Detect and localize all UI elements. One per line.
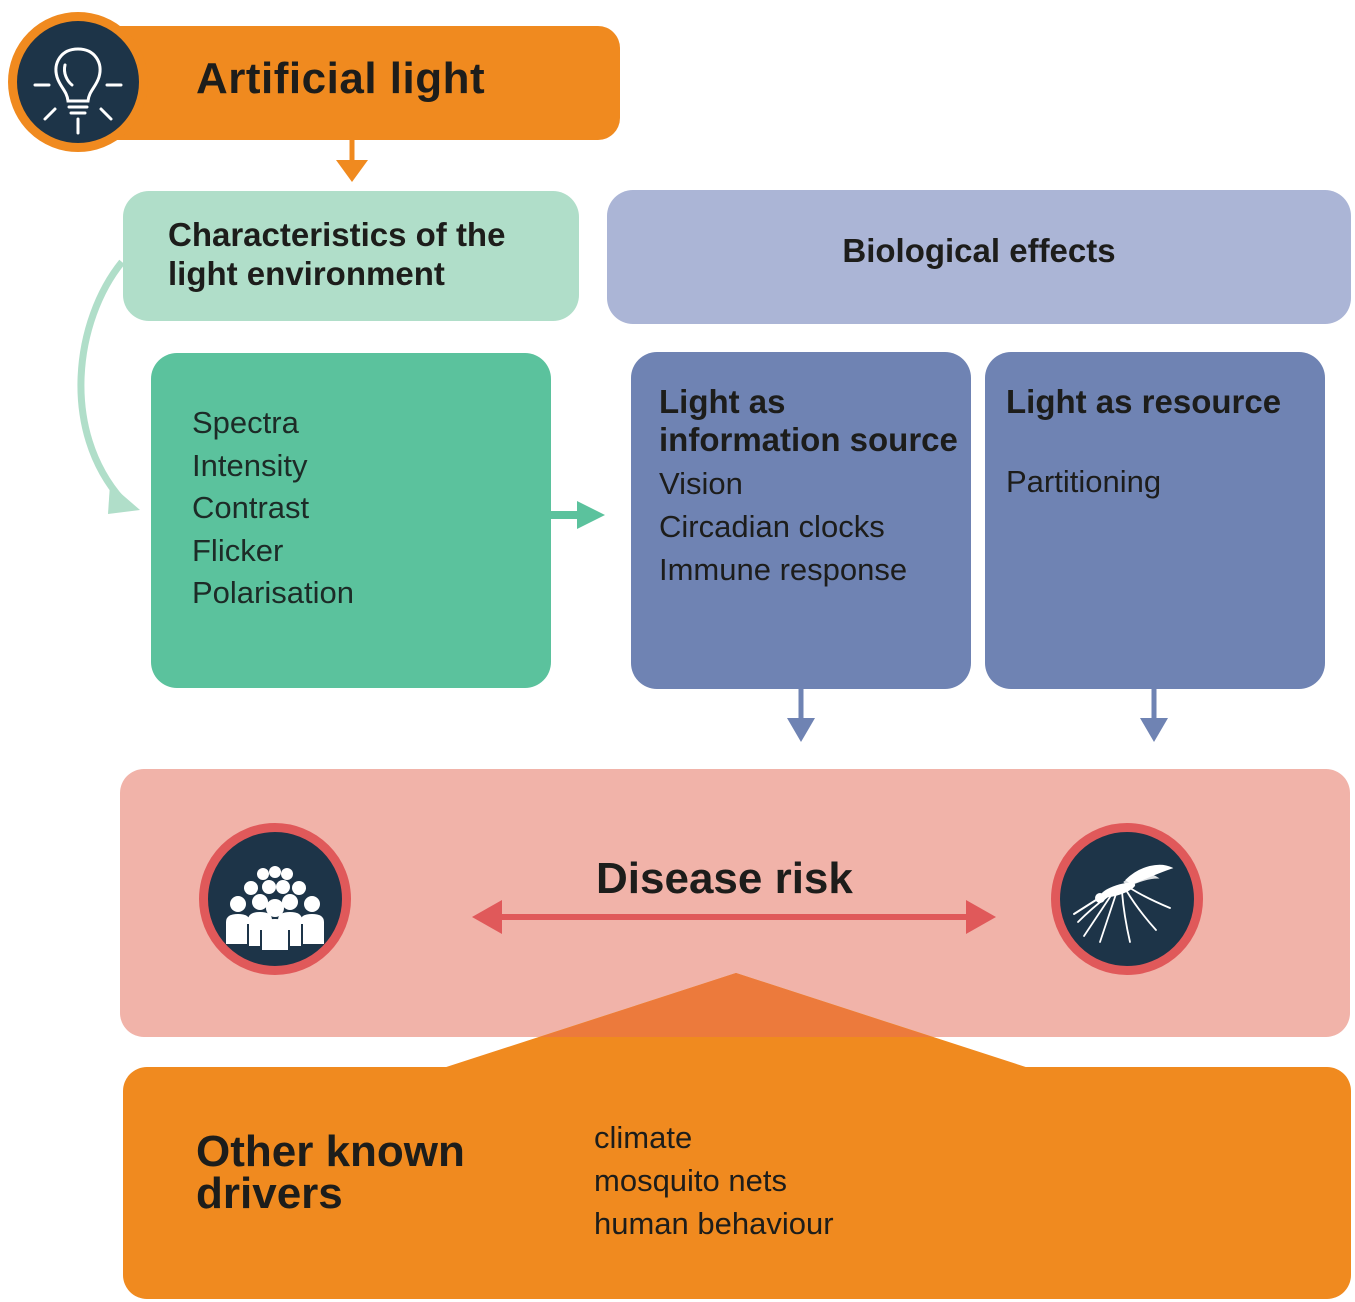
resource-box <box>985 352 1325 689</box>
resource-item: Partitioning <box>1006 464 1162 499</box>
characteristics-box <box>151 353 551 688</box>
characteristic-item: Contrast <box>192 490 310 525</box>
effects-arrow <box>551 501 605 529</box>
characteristic-item: Spectra <box>192 405 299 440</box>
drivers-triangle-overlap <box>540 973 932 1037</box>
information-source-title: Light as information source <box>659 383 958 459</box>
information-source-box <box>631 352 971 689</box>
characteristic-item: Flicker <box>192 532 284 568</box>
other-drivers-box <box>123 1067 1351 1299</box>
resource-list: Partitioning <box>1006 460 1161 503</box>
other-drivers-title-line2: drivers <box>196 1169 343 1218</box>
information-item: Vision <box>659 466 743 501</box>
light-bulb-icon <box>33 47 123 135</box>
people-group-icon <box>226 866 324 950</box>
other-drivers-list: climate mosquito nets human behaviour <box>594 1116 834 1245</box>
driver-item: mosquito nets <box>594 1163 787 1198</box>
mosquito-icon <box>1073 864 1174 943</box>
characteristic-item: Intensity <box>192 447 308 483</box>
driver-item: human behaviour <box>594 1206 834 1241</box>
artificial-light-banner <box>60 26 620 140</box>
people-badge <box>199 823 351 975</box>
characteristics-title-line2: light environment <box>168 255 445 292</box>
characteristics-header <box>123 191 579 321</box>
characteristic-item: Polarisation <box>192 575 354 610</box>
artificial-light-title: Artificial light <box>196 54 486 103</box>
information-item: Immune response <box>659 552 908 587</box>
information-source-list: Vision Circadian clocks Immune response <box>659 462 907 591</box>
information-to-risk-arrow <box>787 689 815 742</box>
information-source-title-line1: Light as <box>659 383 786 420</box>
disease-risk-title: Disease risk <box>596 854 853 903</box>
resource-title: Light as resource <box>1006 383 1282 420</box>
characteristics-title: Characteristics of the light environment <box>168 215 505 293</box>
resource-to-risk-arrow <box>1140 689 1168 742</box>
biological-effects-header <box>607 190 1351 324</box>
characteristics-title-line1: Characteristics of the <box>168 216 506 253</box>
mosquito-badge <box>1051 823 1203 975</box>
artificial-light-arrow <box>336 140 368 182</box>
information-item: Circadian clocks <box>659 509 885 544</box>
information-source-title-line2: information source <box>659 421 958 458</box>
characteristics-list: Spectra Intensity Contrast Flicker Polar… <box>192 402 354 615</box>
driver-item: climate <box>594 1120 693 1155</box>
other-drivers-title: Other known drivers <box>196 1127 465 1218</box>
light-bulb-badge <box>8 12 148 152</box>
curved-arrow <box>77 259 140 514</box>
double-headed-arrow <box>472 900 996 934</box>
other-drivers-title-line1: Other known <box>196 1127 465 1176</box>
biological-effects-title: Biological effects <box>842 232 1116 269</box>
